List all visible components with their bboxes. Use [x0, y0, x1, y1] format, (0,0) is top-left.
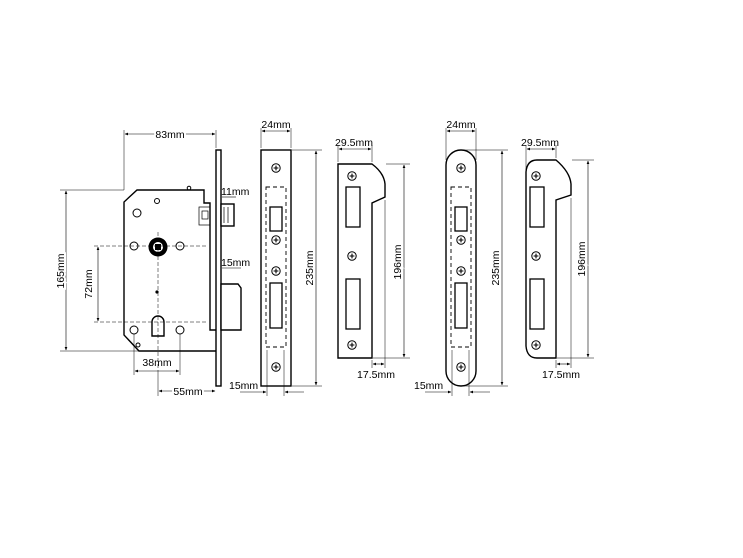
screw-icon: [271, 362, 281, 372]
bolt-slot: [269, 206, 283, 232]
screw-icon: [347, 340, 357, 350]
round-strike-plate: [525, 159, 572, 359]
screw-icon: [531, 251, 541, 261]
fixing-hole: [154, 198, 160, 204]
square-forend-length-label: 235mm: [304, 250, 316, 285]
fixing-hole: [175, 325, 185, 335]
screw-icon: [456, 163, 466, 173]
round-forend: [445, 149, 477, 387]
cylinder-offset-label: 38mm: [142, 357, 171, 369]
square-forend: [260, 149, 292, 387]
fixing-hole: [129, 325, 139, 335]
round-strike-length-label: 196mm: [576, 241, 588, 276]
case-width-label: 83mm: [155, 129, 184, 141]
screw-icon: [456, 266, 466, 276]
forend-thickness-label: 15mm: [229, 380, 258, 392]
round-forend-length-label: 235mm: [490, 250, 502, 285]
screw-icon: [347, 251, 357, 261]
screw-icon: [271, 163, 281, 173]
lock-case-dimensions: 83mm 165mm 72mm 38mm 55mm 11mm 15mm: [53, 127, 250, 400]
case-height-label: 165mm: [55, 253, 67, 288]
screw-icon: [271, 235, 281, 245]
deadbolt: [220, 203, 235, 227]
round-forend-thickness-label: 15mm: [414, 380, 443, 392]
square-strike-dimensions: 29.5mm 196mm 17.5mm: [335, 137, 410, 381]
lock-case: [94, 149, 242, 387]
square-strike-width-label: 29.5mm: [335, 137, 373, 149]
screw-icon: [456, 235, 466, 245]
deadbolt-label: 11mm: [221, 186, 250, 198]
square-strike-plate: [337, 163, 386, 359]
latch-slot: [269, 282, 283, 329]
screw-icon: [271, 266, 281, 276]
round-strike-dimensions: 29.5mm 196mm 17.5mm: [521, 137, 594, 381]
screw-icon: [456, 362, 466, 372]
fixing-hole: [132, 208, 142, 218]
fixing-hole: [135, 342, 141, 348]
screw-icon: [531, 340, 541, 350]
latch-label: 15mm: [221, 257, 250, 269]
screw-icon: [347, 171, 357, 181]
round-strike-width-label: 29.5mm: [521, 137, 559, 149]
round-forend-dimensions: 24mm 235mm 15mm: [414, 119, 508, 396]
forend-plate: [215, 149, 222, 387]
latch-bolt: [220, 283, 242, 331]
centres-label: 72mm: [83, 269, 95, 298]
square-forend-dimensions: 24mm 235mm 15mm: [229, 119, 322, 396]
backset-label: 55mm: [173, 386, 202, 398]
round-forend-width-label: 24mm: [446, 119, 475, 131]
screw-icon: [531, 171, 541, 181]
square-strike-length-label: 196mm: [392, 244, 404, 279]
round-strike-lip-label: 17.5mm: [542, 369, 580, 381]
square-forend-width-label: 24mm: [261, 119, 290, 131]
square-strike-lip-label: 17.5mm: [357, 369, 395, 381]
fixing-hole: [186, 185, 192, 191]
